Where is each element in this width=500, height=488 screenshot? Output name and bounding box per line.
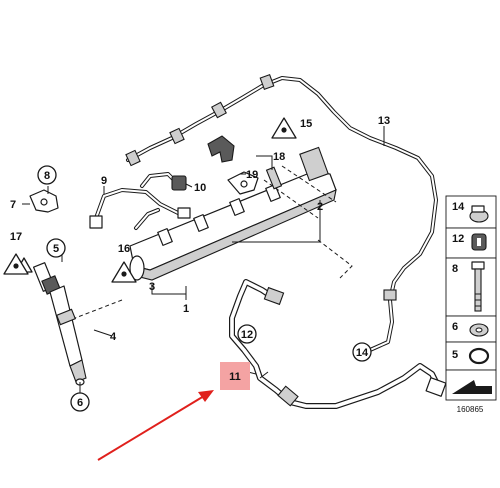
- sidebar-label-8: 8: [452, 263, 458, 275]
- label-15: 15: [300, 118, 312, 130]
- label-8: 8: [44, 170, 50, 182]
- label-circle-14: [352, 342, 372, 362]
- reference-dashes: [69, 165, 353, 321]
- wiring-harness: [89, 172, 191, 230]
- label-18: 18: [273, 151, 285, 163]
- injector-clamp: [29, 189, 59, 213]
- elbow-connector: [207, 135, 235, 163]
- return-hose: [125, 73, 438, 352]
- label-circle-5: [46, 238, 66, 258]
- label-10: 10: [194, 182, 206, 194]
- label-7: 7: [10, 199, 16, 211]
- sidebar-label-5: 5: [452, 349, 458, 361]
- o-ring-icon: [468, 347, 490, 365]
- callout-labels: 8 5 6 12 14 7 9 10 4 3 1 2 18 19 13 17 1…: [3, 115, 390, 412]
- bolt-icon: [471, 261, 485, 312]
- label-19: 19: [246, 169, 258, 181]
- washer-icon: [469, 323, 489, 337]
- grommet-icon: [471, 233, 487, 251]
- sensor-connector: [171, 175, 187, 191]
- label-5: 5: [53, 243, 59, 255]
- label-4: 4: [110, 331, 117, 343]
- highlight-box: [220, 362, 250, 390]
- parts-sidebar: 14 12 8 6 5: [445, 195, 497, 414]
- bracket: [227, 171, 259, 195]
- label-1: 1: [183, 303, 189, 315]
- sidebar-label-14: 14: [452, 201, 465, 213]
- clamp-icon: [469, 205, 489, 223]
- sidebar-item-12: [445, 227, 497, 259]
- label-13: 13: [378, 115, 390, 127]
- highlight-part-11: 11: [220, 362, 250, 390]
- direction-arrow-icon: [452, 380, 492, 394]
- leader-lines: [22, 126, 385, 394]
- label-9: 9: [101, 175, 107, 187]
- label-17: 17: [10, 231, 22, 243]
- label-2: 2: [317, 201, 323, 213]
- high-pressure-line: [229, 279, 447, 409]
- label-16: 16: [118, 243, 130, 255]
- label-14: 14: [356, 347, 369, 359]
- label-circle-12: [237, 324, 257, 344]
- label-11: 11: [229, 371, 241, 383]
- label-12: 12: [241, 329, 253, 341]
- sidebar-label-6: 6: [452, 321, 458, 333]
- label-circle-6: [70, 392, 90, 412]
- label-6: 6: [77, 397, 83, 409]
- fuel-rail: [129, 146, 337, 281]
- sidebar-label-12: 12: [452, 233, 464, 245]
- label-circle-8: [37, 165, 57, 185]
- label-3: 3: [149, 281, 155, 293]
- red-pointer-arrow: [97, 390, 214, 461]
- sidebar-item-14: [445, 195, 497, 229]
- injector: [32, 262, 87, 386]
- image-code: 160865: [457, 405, 484, 414]
